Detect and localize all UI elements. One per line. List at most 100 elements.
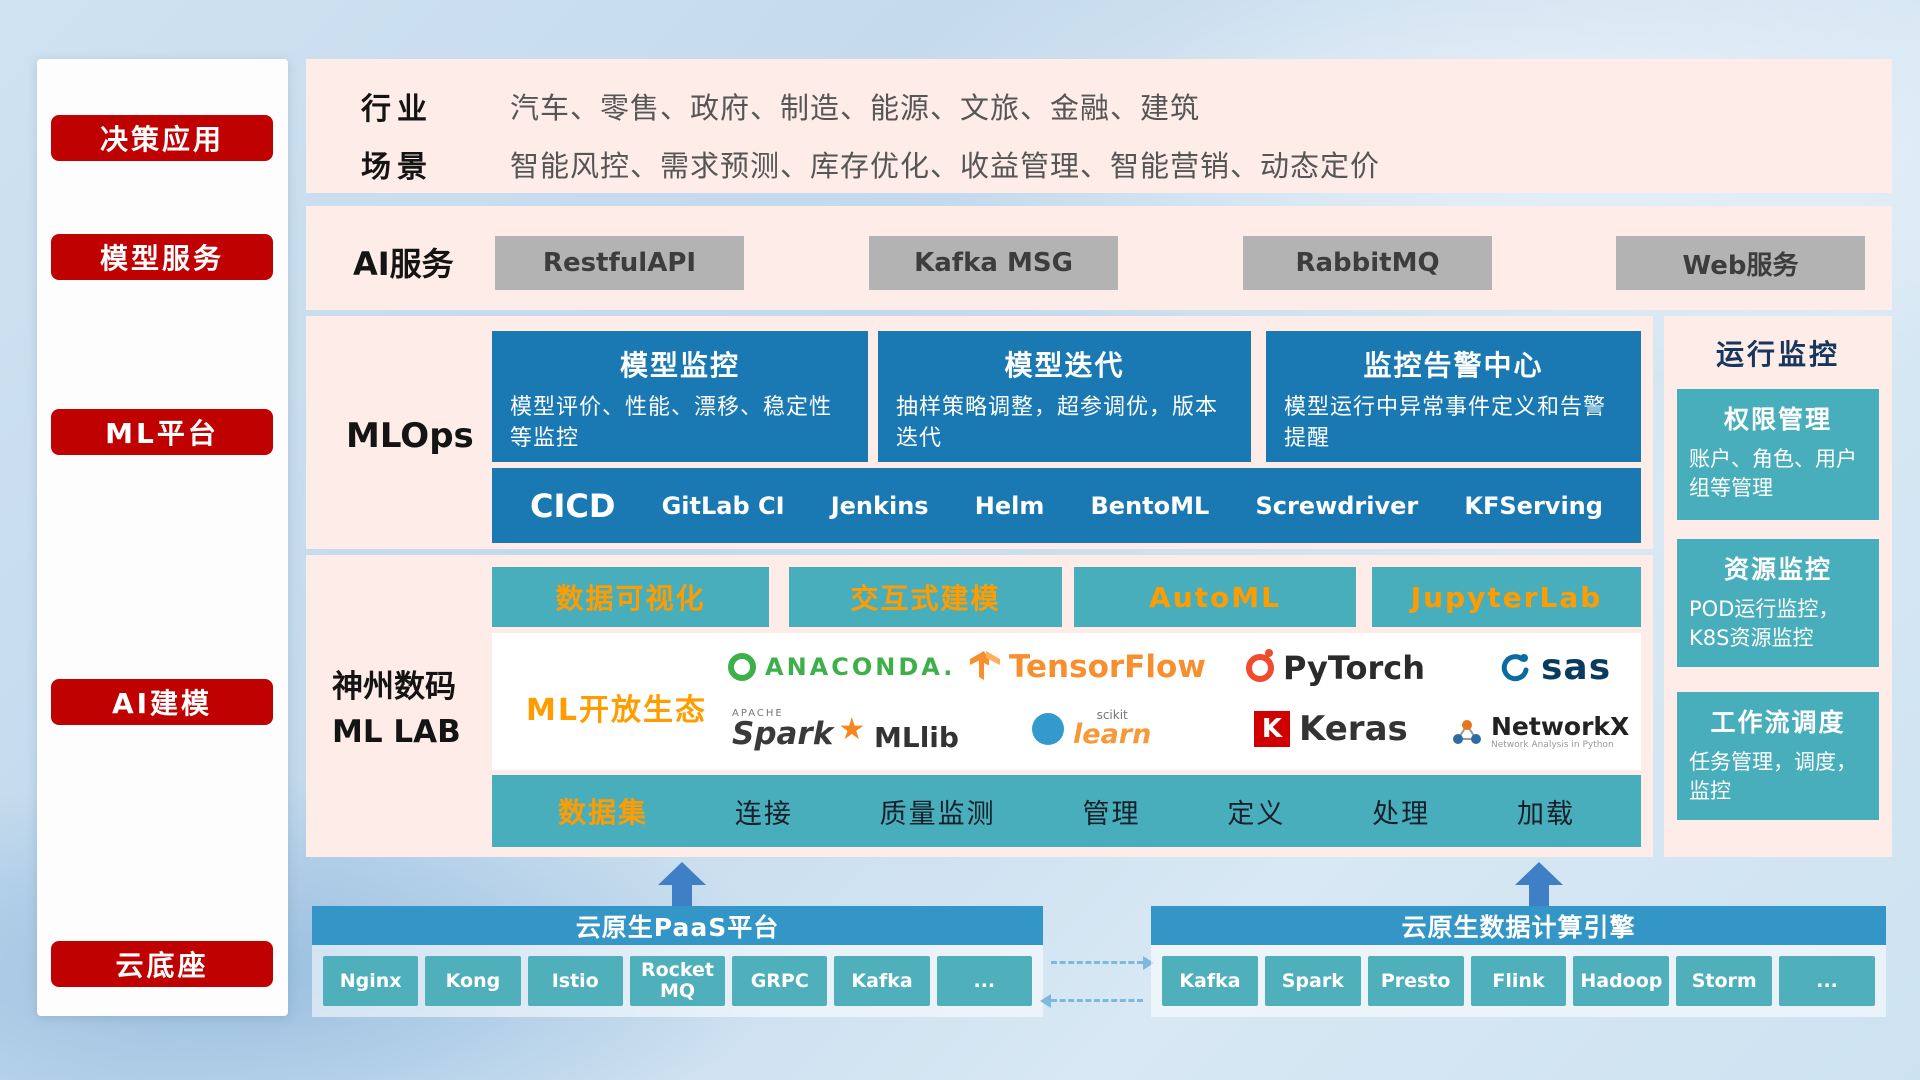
card-title: 模型迭代: [1004, 349, 1125, 382]
scikit-learn-text: scikit learn: [1073, 709, 1151, 748]
mllab-label-line1: 神州数码: [332, 669, 456, 705]
dataset-item-load: 加载: [1516, 798, 1575, 830]
ai-service-panel: AI服务 RestfulAPI Kafka MSG RabbitMQ Web服务: [306, 206, 1892, 310]
mllab-panel: 神州数码 ML LAB 数据可视化 交互式建模 AutoML JupyterLa…: [306, 555, 1653, 857]
sas-text: sas: [1541, 647, 1612, 688]
pytorch-icon: [1246, 649, 1274, 682]
mlops-label: MLOps: [346, 416, 474, 456]
engine-tool-presto: Presto: [1367, 956, 1464, 1006]
card-title: 权限管理: [1723, 405, 1832, 434]
tab-automl: AutoML: [1074, 567, 1356, 627]
left-category-sidebar: 决策应用 模型服务 ML平台 AI建模 云底座: [37, 59, 288, 1016]
card-desc: 任务管理，调度，监控: [1689, 750, 1857, 804]
pytorch-logo: PyTorch: [1246, 649, 1425, 687]
tab-data-visualization: 数据可视化: [492, 567, 769, 627]
dashed-arrow-left: [1040, 994, 1143, 1008]
pytorch-text: PyTorch: [1283, 649, 1425, 687]
spark-logo: APACHE Spark ★: [732, 709, 865, 750]
anaconda-logo: ANACONDA.: [728, 653, 955, 681]
dataset-item-manage: 管理: [1082, 798, 1141, 830]
permission-management-card: 权限管理 账户、角色、用户组等管理: [1677, 389, 1879, 520]
dataset-label: 数据集: [558, 796, 649, 829]
scene-label: 场景: [361, 150, 433, 185]
card-desc: 账户、角色、用户组等管理: [1689, 447, 1857, 501]
engine-tool-kafka: Kafka: [1162, 956, 1258, 1006]
tensorflow-text: TensorFlow: [1009, 649, 1206, 685]
tab-jupyterlab: JupyterLab: [1372, 567, 1641, 627]
up-arrow-right: [1515, 862, 1563, 906]
sidebar-item-ai-modeling: AI建模: [51, 679, 273, 725]
scikit-word: scikit: [1096, 708, 1128, 722]
runtime-monitoring-panel: 运行监控 权限管理 账户、角色、用户组等管理 资源监控 POD运行监控，K8S资…: [1664, 316, 1892, 857]
spark-apache-text: APACHE: [732, 708, 784, 719]
paas-tool-grpc: GRPC: [732, 956, 828, 1006]
service-restfulapi: RestfulAPI: [495, 236, 744, 290]
engine-tool-flink: Flink: [1470, 956, 1567, 1006]
cicd-label: CICD: [530, 486, 616, 525]
cicd-tool-helm: Helm: [974, 491, 1045, 520]
ai-service-label: AI服务: [353, 245, 454, 283]
card-title: 监控告警中心: [1363, 349, 1544, 382]
sidebar-item-cloud-base: 云底座: [51, 941, 273, 987]
dataset-item-connect: 连接: [734, 798, 793, 830]
mllab-label: 神州数码 ML LAB: [332, 665, 492, 755]
model-monitoring-card: 模型监控 模型评价、性能、漂移、稳定性等监控: [492, 331, 868, 462]
card-title: 工作流调度: [1710, 708, 1846, 737]
card-desc: 模型运行中异常事件定义和告警提醒: [1284, 395, 1607, 451]
dataset-item-quality: 质量监测: [879, 798, 996, 830]
card-title: 资源监控: [1723, 555, 1832, 584]
sidebar-item-ml-platform: ML平台: [51, 409, 273, 455]
model-iteration-card: 模型迭代 抽样策略调整，超参调优，版本迭代: [878, 331, 1251, 462]
resource-monitoring-card: 资源监控 POD运行监控，K8S资源监控: [1677, 539, 1879, 667]
scikit-learn-logo: scikit learn: [1032, 709, 1151, 748]
anaconda-text: ANACONDA.: [765, 653, 956, 681]
paas-tool-nginx: Nginx: [323, 956, 419, 1006]
card-desc: 抽样策略调整，超参调优，版本迭代: [896, 395, 1219, 451]
spark-word: Spark: [732, 716, 834, 752]
anaconda-icon: [728, 653, 756, 681]
mllab-label-line2: ML LAB: [332, 713, 461, 750]
runtime-monitoring-title: 运行监控: [1715, 338, 1840, 371]
paas-platform-bar: 云原生PaaS平台: [312, 906, 1043, 945]
card-title: 模型监控: [619, 349, 740, 382]
spark-text: APACHE Spark: [732, 709, 833, 750]
sidebar-item-model-service: 模型服务: [51, 234, 273, 280]
mllib-text: MLlib: [874, 721, 959, 754]
networkx-logo: NetworkX Network Analysis in Python: [1452, 713, 1629, 750]
sidebar-item-decision-app: 决策应用: [51, 115, 273, 161]
cicd-tool-jenkins: Jenkins: [830, 491, 929, 520]
service-rabbitmq: RabbitMQ: [1243, 236, 1492, 290]
paas-tool-istio: Istio: [527, 956, 623, 1006]
tensorflow-logo: TensorFlow: [970, 649, 1206, 685]
dataset-bar: 数据集 连接 质量监测 管理 定义 处理 加载: [492, 775, 1641, 847]
industry-list: 汽车、零售、政府、制造、能源、文旅、金融、建筑: [510, 91, 1201, 125]
data-engine-tools-strip: Kafka Spark Presto Flink Hadoop Storm ..…: [1151, 945, 1886, 1017]
networkx-icon: [1453, 719, 1481, 744]
cicd-tool-gitlab-ci: GitLab CI: [661, 491, 785, 520]
dataset-item-define: 定义: [1227, 798, 1286, 830]
service-web: Web服务: [1616, 236, 1865, 290]
networkx-subtitle: Network Analysis in Python: [1491, 739, 1614, 750]
keras-logo: K Keras: [1254, 709, 1408, 749]
scikit-learn-icon: [1032, 712, 1064, 745]
paas-tool-kafka: Kafka: [834, 956, 930, 1006]
mlops-panel: MLOps 模型监控 模型评价、性能、漂移、稳定性等监控 模型迭代 抽样策略调整…: [306, 316, 1653, 549]
spark-star-icon: ★: [838, 712, 866, 747]
paas-tool-rocketmq: RocketMQ: [629, 956, 726, 1006]
ml-ecosystem-label: ML开放生态: [526, 693, 707, 728]
cicd-tool-kfserving: KFServing: [1464, 491, 1603, 520]
mllib-logo: MLlib: [874, 721, 959, 754]
service-kafka-msg: Kafka MSG: [869, 236, 1118, 290]
workflow-scheduling-card: 工作流调度 任务管理，调度，监控: [1677, 692, 1879, 820]
card-desc: POD运行监控，K8S资源监控: [1689, 597, 1840, 651]
paas-tools-strip: Nginx Kong Istio RocketMQ GRPC Kafka ...: [312, 945, 1043, 1017]
paas-tool-kong: Kong: [425, 956, 521, 1006]
engine-tool-spark: Spark: [1264, 956, 1361, 1006]
keras-icon: K: [1254, 711, 1290, 747]
scene-list: 智能风控、需求预测、库存优化、收益管理、智能营销、动态定价: [510, 149, 1381, 183]
data-engine-bar: 云原生数据计算引擎: [1151, 906, 1886, 945]
alert-center-card: 监控告警中心 模型运行中异常事件定义和告警提醒: [1266, 331, 1641, 462]
ml-ecosystem-box: ML开放生态 ANACONDA. TensorFlow PyTorch: [492, 633, 1641, 770]
sas-logo: sas: [1498, 647, 1611, 688]
dataset-item-process: 处理: [1372, 798, 1431, 830]
